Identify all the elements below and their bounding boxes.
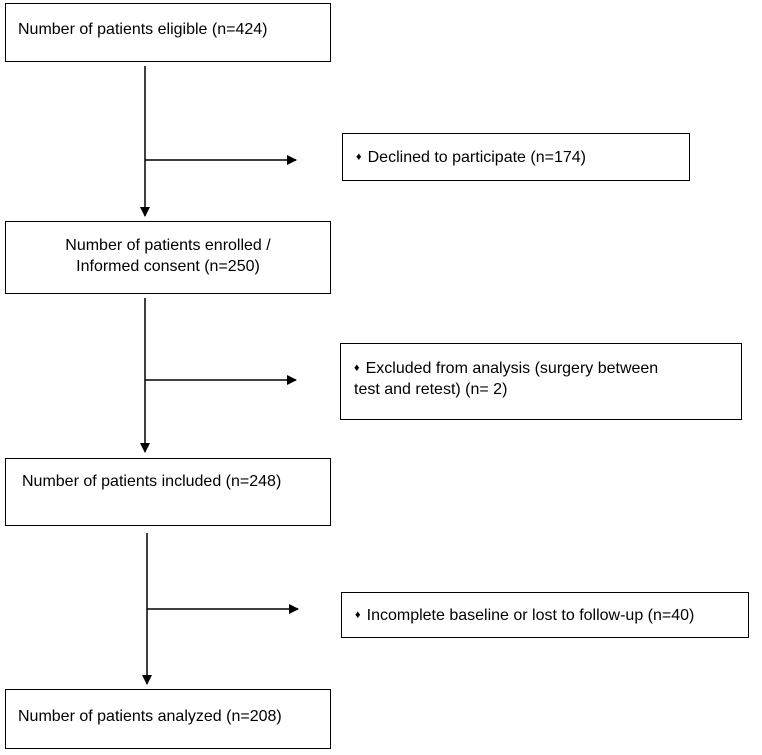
included-box: Number of patients included (n=248) xyxy=(5,458,331,526)
declined-text: Declined to participate (n=174) xyxy=(367,149,586,166)
enrolled-text-line1: Number of patients enrolled / xyxy=(65,237,271,254)
enrolled-text-line2: Informed consent (n=250) xyxy=(76,258,260,275)
analyzed-box: Number of patients analyzed (n=208) xyxy=(5,689,331,749)
enrolled-box: Number of patients enrolled / Informed c… xyxy=(5,221,331,294)
excluded-text-line1: Excluded from analysis (surgery between xyxy=(365,360,659,377)
diamond-bullet-icon: ♦ xyxy=(355,609,361,621)
diamond-bullet-icon: ♦ xyxy=(354,362,360,374)
declined-box: ♦ Declined to participate (n=174) xyxy=(342,133,690,181)
eligible-text: Number of patients eligible (n=424) xyxy=(18,21,268,38)
excluded-text-line2: test and retest) (n= 2) xyxy=(354,381,508,398)
eligible-box: Number of patients eligible (n=424) xyxy=(5,3,331,62)
diamond-bullet-icon: ♦ xyxy=(356,151,362,163)
included-text: Number of patients included (n=248) xyxy=(22,473,282,490)
incomplete-box: ♦ Incomplete baseline or lost to follow-u… xyxy=(341,592,749,638)
analyzed-text: Number of patients analyzed (n=208) xyxy=(18,708,282,725)
incomplete-text: Incomplete baseline or lost to follow-up… xyxy=(366,607,695,624)
excluded-box: ♦ Excluded from analysis (surgery between… xyxy=(340,343,742,420)
